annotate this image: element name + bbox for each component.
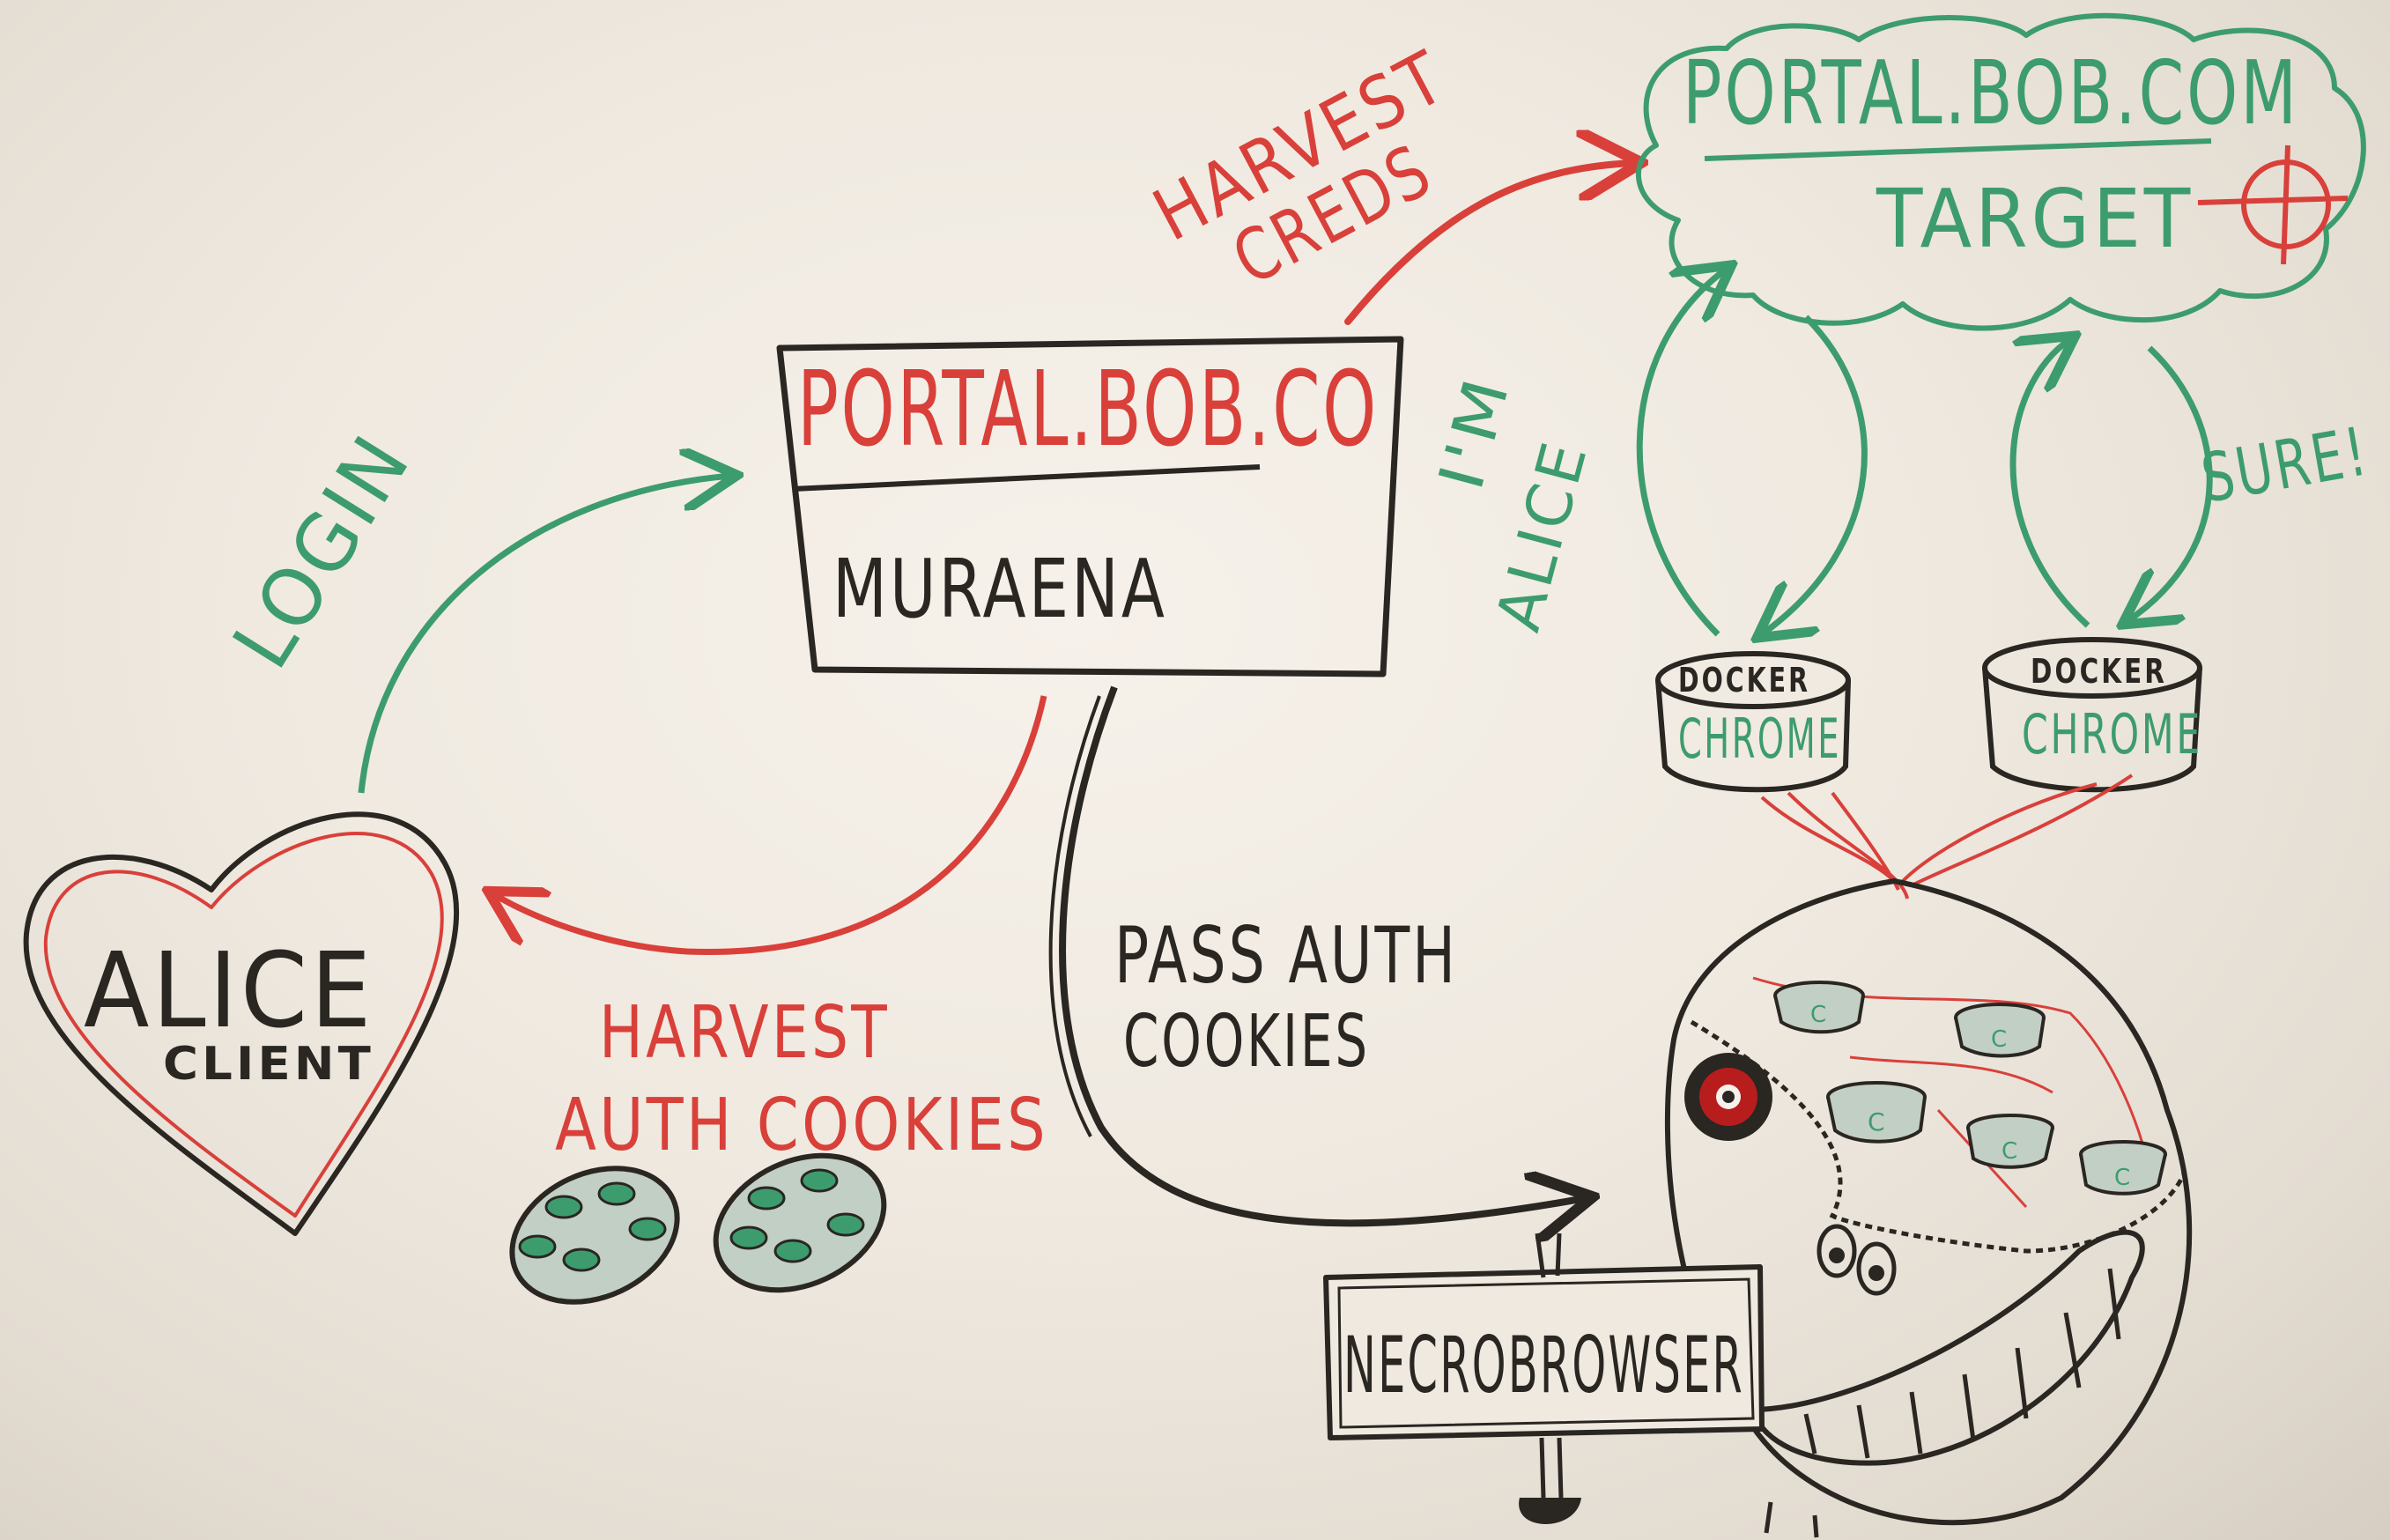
brain-cup-letter: C [1810,1002,1826,1028]
cookie-icon-2 [713,1152,887,1293]
brain-cup-letter: C [2002,1138,2017,1165]
crosshair-icon [2197,144,2349,265]
docker-label-2: DOCKER [2031,652,2167,691]
plug-icon [1519,1498,1581,1524]
brain-cup-1: C [1773,981,1865,1034]
chrome-label-2: CHROME [2022,702,2202,766]
docker-chrome-2: DOCKER CHROME [1982,637,2202,793]
pass-cookies-flow: PASS AUTH COOKIES [1048,685,1586,1223]
necrobrowser-monster: C C C C C [1664,774,2193,1538]
brain-cup-5: C [2079,1140,2167,1196]
target-label: TARGET [1876,172,2194,266]
brain-cup-letter: C [1991,1026,2007,1053]
muraena-box: PORTAL.BOB.CO MURAENA [776,336,1404,677]
brain-cup-4: C [1966,1114,2054,1169]
target-cloud: PORTAL.BOB.COM TARGET [1635,12,2366,331]
necrobrowser-box: NECROBROWSER [1323,1233,1765,1524]
harvest-cookies-label-line1: HARVEST [599,991,890,1075]
pass-auth-label-line2: COOKIES [1123,1000,1370,1084]
brain-cup-2: C [1954,1003,2046,1058]
muraena-label: MURAENA [832,542,1167,636]
pass-auth-label-line1: PASS AUTH [1114,910,1458,1001]
brain-cup-letter: C [1868,1107,1885,1136]
login-flow: LOGIN [216,418,731,794]
monster-nostrils-icon [1817,1224,1897,1296]
sure-label: SURE! [2196,411,2375,518]
alice-client-heart: ALICE CLIENT [23,811,460,1236]
session-arrows: I'M ALICE SURE! [1424,269,2374,638]
alice-label: ALICE [84,929,374,1051]
monster-grin-icon [1750,1229,2145,1466]
im-alice-label-line1: I'M [1424,368,1524,498]
target-portal-label: PORTAL.BOB.COM [1683,41,2299,144]
harvest-creds-flow: HARVEST CREDS [1141,35,1634,325]
client-label: CLIENT [163,1038,374,1091]
cookie-icon-1 [509,1166,680,1305]
monster-eye-icon [1684,1053,1772,1141]
docker-label-1: DOCKER [1678,661,1810,700]
docker-chrome-1: DOCKER CHROME [1655,651,1851,793]
brain-cup-letter: C [2114,1165,2130,1191]
brain-cup-3: C [1826,1081,1927,1144]
login-label: LOGIN [216,418,430,685]
harvest-cookies-label-line2: AUTH COOKIES [555,1084,1048,1167]
portal-red-label: PORTAL.BOB.CO [797,348,1379,470]
harvest-cookies-flow: HARVEST AUTH COOKIES [493,695,1048,1167]
necrobrowser-label: NECROBROWSER [1343,1320,1744,1410]
chrome-label-1: CHROME [1678,707,1841,771]
